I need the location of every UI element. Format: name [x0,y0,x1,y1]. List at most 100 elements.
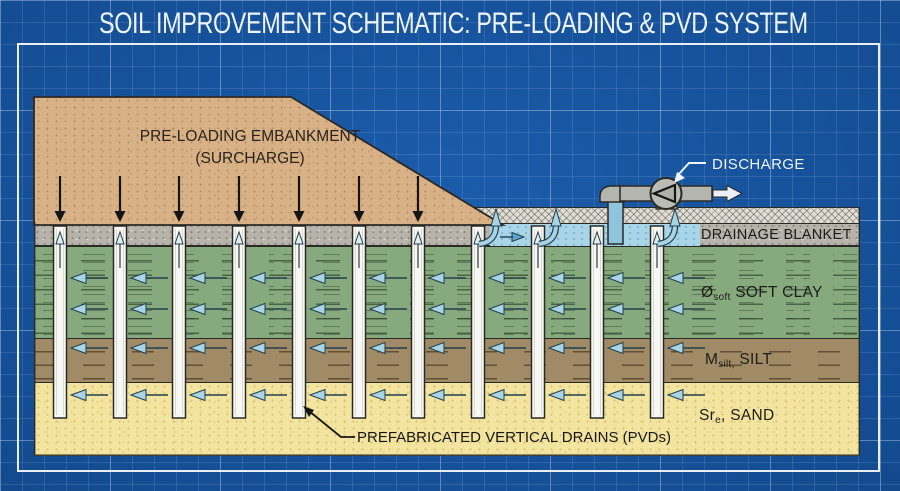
seepage-arrowhead [487,388,505,402]
seepage-arrowhead [368,271,386,285]
seepage-arrowhead [69,271,87,285]
surcharge-down-arrowhead [173,211,185,222]
seepage-arrowhead [69,341,87,355]
seepage-arrowhead [487,302,505,316]
discharge-leader-line [677,162,706,176]
silt-symbol: M [705,351,719,368]
seepage-arrowhead [606,302,624,316]
seepage-arrowhead [487,341,505,355]
collection-arrowhead [669,207,681,227]
seepage-arrowhead [69,388,87,402]
page-title: SOIL IMPROVEMENT SCHEMATIC: PRE-LOADING … [99,7,808,40]
silt-label: Msilt, SILT [705,351,772,370]
seepage-arrowhead [129,302,147,316]
seepage-arrowhead [606,271,624,285]
seepage-arrowhead [308,341,326,355]
seepage-arrowhead [248,271,266,285]
sand-name: , SAND [720,407,775,424]
soil-layer-silt [34,338,860,382]
water-to-riser-arrowhead [511,231,526,243]
geotextile-hatch-band [471,207,860,224]
seepage-arrowhead [188,388,206,402]
soil-layer-soft-clay [34,246,860,338]
drain-up-arrowhead [592,230,602,245]
embankment-outline [33,96,507,226]
drain-up-arrowhead [294,230,304,245]
collection-arrowhead [490,207,502,227]
drains-and-arrows [52,176,705,419]
discharge-outlet-arrow [712,184,744,203]
seepage-arrowhead [308,388,326,402]
seepage-arrowhead [427,302,445,316]
blueprint-frame [17,43,880,472]
seepage-arrowhead [427,271,445,285]
seepage-arrowhead [129,388,147,402]
soft-clay-label: Øsoft SOFT CLAY [701,284,823,303]
discharge-label: DISCHARGE [712,156,805,173]
collection-arrow [478,224,498,246]
seepage-arrowhead [188,341,206,355]
collection-arrow [657,224,677,246]
seepage-arrowhead [248,388,266,402]
embankment-label-line2: (SURCHARGE) [195,149,305,167]
seepage-arrowhead [129,341,147,355]
collection-arrow [538,224,558,246]
seepage-arrowhead [666,302,684,316]
surcharge-down-arrowhead [233,211,245,222]
seepage-arrowhead [427,388,445,402]
seepage-arrowhead [547,302,565,316]
drain-up-arrowhead [234,230,244,245]
soft-clay-name: SOFT CLAY [730,284,823,301]
pvd-label: PREFABRICATED VERTICAL DRAINS (PVDs) [357,429,671,446]
surcharge-down-arrowhead [293,211,305,222]
seepage-arrowhead [368,302,386,316]
outline-strokes [33,96,860,456]
silt-name: SILT [734,351,773,368]
seepage-arrowhead [547,388,565,402]
seepage-arrowhead [487,271,505,285]
seepage-arrowhead [368,341,386,355]
seepage-arrowhead [188,302,206,316]
seepage-arrowhead [248,302,266,316]
embankment-label-line1: PRE-LOADING EMBANKMENT [139,128,361,145]
discharge-leader-arrowhead [674,172,685,183]
drainage-blanket-label: DRAINAGE BLANKET [701,227,852,243]
drain-up-arrowhead [115,230,125,245]
seepage-arrowhead [606,388,624,402]
drain-up-arrowhead [413,230,423,245]
seepage-arrowhead [248,341,266,355]
silt-subscript: silt, [718,359,735,370]
soft-clay-symbol: Ø [701,284,714,301]
seepage-arrowhead [547,341,565,355]
surcharge-down-arrowhead [412,211,424,222]
seepage-arrowhead [427,341,445,355]
seepage-arrowhead [368,388,386,402]
sand-label: Sre, SAND [699,407,774,426]
pump-impeller-triangle [651,183,677,204]
seepage-arrowhead [188,271,206,285]
sand-symbol: Sr [699,407,716,424]
discharge-riser-pipe [607,198,624,245]
surcharge-down-arrowhead [353,211,365,222]
pvd-leader-line [308,410,355,438]
drain-up-arrowhead [174,230,184,245]
seepage-arrowhead [606,341,624,355]
seepage-arrowhead [666,341,684,355]
seepage-arrowhead [69,302,87,316]
seepage-arrowhead [666,388,684,402]
drain-up-arrowhead [354,230,364,245]
seepage-arrowhead [666,271,684,285]
seepage-arrowhead [308,271,326,285]
embankment-label: PRE-LOADING EMBANKMENT (SURCHARGE) [95,126,405,169]
sand-subscript: e [715,415,721,426]
drain-up-arrowhead [55,230,65,245]
soft-clay-subscript: soft [713,292,731,303]
discharge-assembly [303,162,744,438]
collection-arrowhead [550,207,562,227]
seepage-arrowhead [129,271,147,285]
surcharge-down-arrowhead [114,211,126,222]
seepage-arrowhead [547,271,565,285]
surcharge-down-arrowhead [54,211,66,222]
